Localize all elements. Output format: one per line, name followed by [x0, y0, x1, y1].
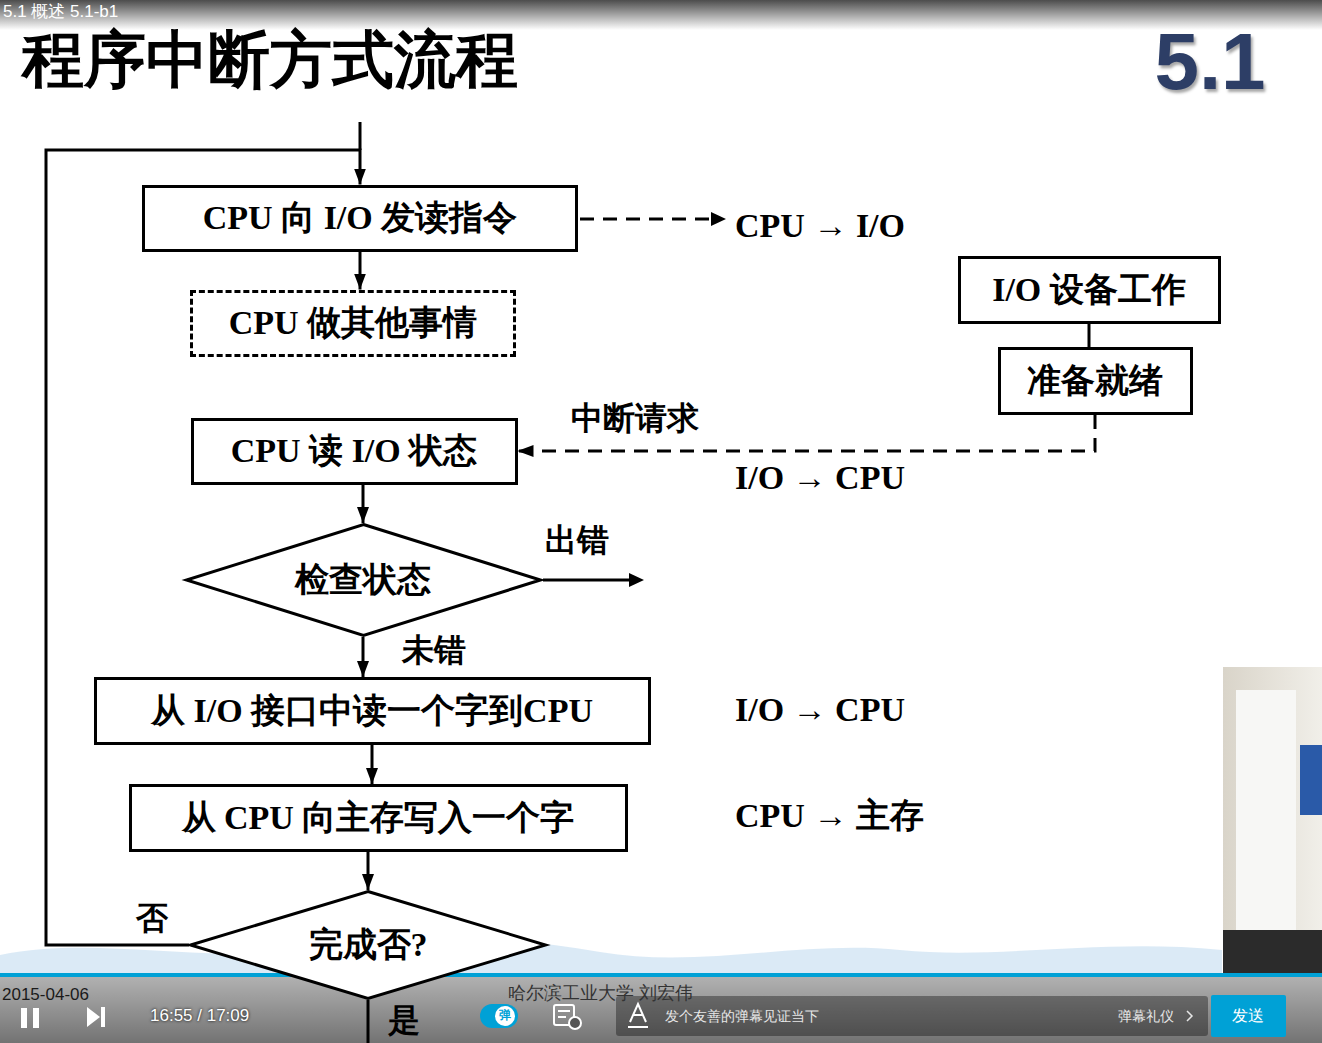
- flow-entry-line: [359, 122, 362, 150]
- date-stamp: 2015-04-06: [2, 985, 89, 1005]
- edge-label: 中断请求: [569, 400, 701, 437]
- flow-arrow: [367, 852, 370, 890]
- pause-icon: [33, 1008, 39, 1028]
- arrow-head: [629, 573, 644, 587]
- send-button: [1211, 995, 1286, 1037]
- watermark: 哈尔滨工业大学 刘宏伟: [508, 983, 693, 1004]
- arrow-head: [711, 212, 726, 226]
- transfer-direction: CPU → 主存: [735, 796, 924, 835]
- transfer-direction: I/O → CPU: [735, 690, 905, 729]
- node-label: CPU 做其他事情: [229, 303, 477, 342]
- node-label: I/O 设备工作: [992, 270, 1186, 309]
- process-box: 从 CPU 向主存写入一个字: [129, 784, 628, 852]
- danmaku-toggle: 弹: [499, 1009, 511, 1023]
- progress-bar: [0, 973, 1322, 977]
- node-text-group: 从 CPU 向主存写入一个字: [182, 798, 575, 837]
- lecturer-video-inset: [1223, 930, 1322, 975]
- flow-arrow: [1088, 324, 1091, 347]
- node-label: CPU 读 I/O 状态: [231, 431, 478, 470]
- error-exit-arrow: [543, 579, 630, 582]
- device-box: I/O 设备工作: [958, 256, 1221, 324]
- node-label: 从 I/O 接口中读一个字到CPU: [151, 691, 593, 730]
- node-text-group: CPU 读 I/O 状态: [231, 431, 478, 470]
- node-label: 准备就绪: [1027, 361, 1163, 400]
- process-box: CPU 读 I/O 状态: [191, 418, 518, 485]
- optional-process-box: CPU 做其他事情: [190, 290, 516, 357]
- next-icon: [87, 1007, 100, 1027]
- dashed-leader-arrow: [580, 218, 712, 221]
- time-display: 16:55 / 17:09: [150, 1006, 249, 1026]
- lecturer-video-inset: [1223, 667, 1322, 975]
- node-label: 检查状态: [295, 560, 431, 599]
- node-text-group: 完成否?: [309, 925, 428, 964]
- branch-label: 出错: [545, 522, 609, 559]
- diamond-outline: [191, 892, 546, 999]
- node-text-group: 检查状态: [295, 560, 431, 599]
- node-label: 完成否?: [309, 925, 428, 964]
- danmaku-wave: [0, 937, 1222, 975]
- node-text-group: 准备就绪: [1027, 361, 1163, 400]
- diamond-outline: [186, 525, 540, 636]
- danmaku-toggle-knob: [495, 1006, 515, 1026]
- flow-arrow: [371, 745, 374, 784]
- danmaku-settings-icon: [569, 1017, 581, 1029]
- lecturer-video-inset: [1236, 690, 1296, 930]
- chevron-icon: [1187, 1011, 1192, 1021]
- transfer-direction: I/O → CPU: [735, 458, 905, 497]
- yes-exit-line: [367, 1000, 370, 1043]
- node-text-group: I/O 设备工作: [992, 270, 1186, 309]
- danmaku-settings-icon: [558, 1016, 566, 1018]
- connector-group: [46, 150, 1095, 945]
- node-text-group: CPU 向 I/O 发读指令: [203, 198, 518, 237]
- player-control-bar: [0, 975, 1322, 1043]
- flow-arrow: [359, 252, 362, 290]
- edge-label: 否: [134, 900, 170, 937]
- node-text-group: CPU 做其他事情: [229, 303, 477, 342]
- node-text-group: 从 I/O 接口中读一个字到CPU: [151, 691, 593, 730]
- node-label: 从 CPU 向主存写入一个字: [182, 798, 575, 837]
- section-number: 5.1: [1154, 16, 1265, 108]
- decision-diamond: 完成否?: [189, 890, 547, 1000]
- flow-arrow: [362, 637, 365, 677]
- danmaku-input-box: [616, 996, 1208, 1036]
- danmaku-etiquette-link: 弹幕礼仪: [1118, 1008, 1174, 1024]
- node-label: CPU 向 I/O 发读指令: [203, 198, 518, 237]
- send-button-label: 发送: [1232, 1007, 1264, 1025]
- edge-label: 未错: [400, 632, 468, 669]
- next-icon: [101, 1007, 105, 1027]
- danmaku-settings-icon: [558, 1010, 570, 1012]
- transfer-direction: CPU → I/O: [735, 206, 905, 245]
- decision-diamond: 检查状态: [185, 523, 542, 637]
- danmaku-style-icon: [628, 1004, 648, 1027]
- lecturer-video-inset: [1300, 745, 1322, 815]
- process-box: CPU 向 I/O 发读指令: [142, 185, 578, 252]
- device-box: 准备就绪: [998, 347, 1193, 415]
- video-title: 5.1 概述 5.1-b1: [3, 2, 118, 22]
- process-box: 从 I/O 接口中读一个字到CPU: [94, 677, 651, 745]
- pause-icon: [21, 1008, 27, 1028]
- danmaku-input-placeholder: 发个友善的弹幕见证当下: [665, 1008, 819, 1024]
- flow-arrow: [362, 485, 365, 524]
- slide-title: 程序中断方式流程: [22, 24, 518, 95]
- danmaku-toggle-pill: [480, 1004, 518, 1028]
- branch-label: 是: [388, 1002, 420, 1039]
